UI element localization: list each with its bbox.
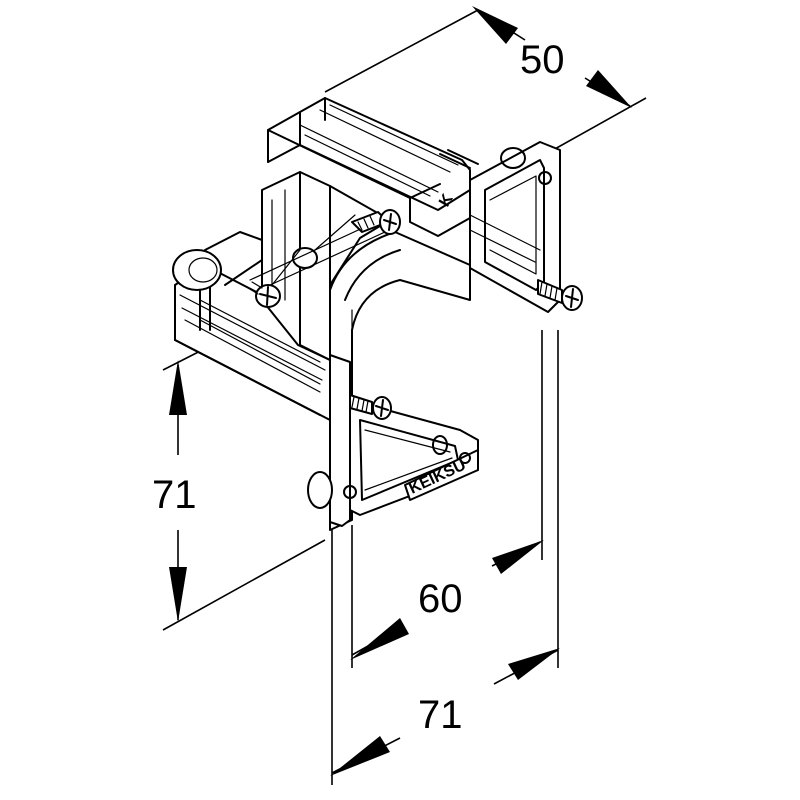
- dimension-depth: 50: [324, 6, 647, 151]
- arrowhead: [350, 618, 409, 660]
- arrowhead: [508, 648, 560, 680]
- left-rail: [172, 231, 331, 421]
- arrowhead: [472, 6, 518, 44]
- extension-line: [552, 97, 647, 151]
- arrowhead: [586, 70, 632, 108]
- extension-line: [324, 9, 479, 93]
- screw-back: [537, 279, 583, 311]
- dimension-screw-spacing: 60: [350, 330, 544, 668]
- arrowhead: [169, 567, 187, 622]
- dimension-label-screw-spacing: 60: [418, 577, 463, 621]
- arrowhead: [169, 360, 187, 415]
- dimension-label-width: 71: [418, 693, 463, 737]
- screw-center: [351, 209, 401, 235]
- dimension-height: 71: [152, 284, 331, 631]
- front-frame: KEIKSU: [299, 344, 479, 527]
- screw-left: [244, 281, 281, 308]
- extension-line: [162, 539, 326, 631]
- bracket-part: K: [172, 97, 583, 531]
- arrowhead: [330, 736, 390, 776]
- dimension-label-depth: 50: [520, 38, 565, 82]
- dimension-label-height: 71: [152, 473, 197, 517]
- arrowhead: [492, 540, 544, 574]
- dimension-width: 71: [330, 330, 560, 785]
- screw-front: [349, 394, 392, 420]
